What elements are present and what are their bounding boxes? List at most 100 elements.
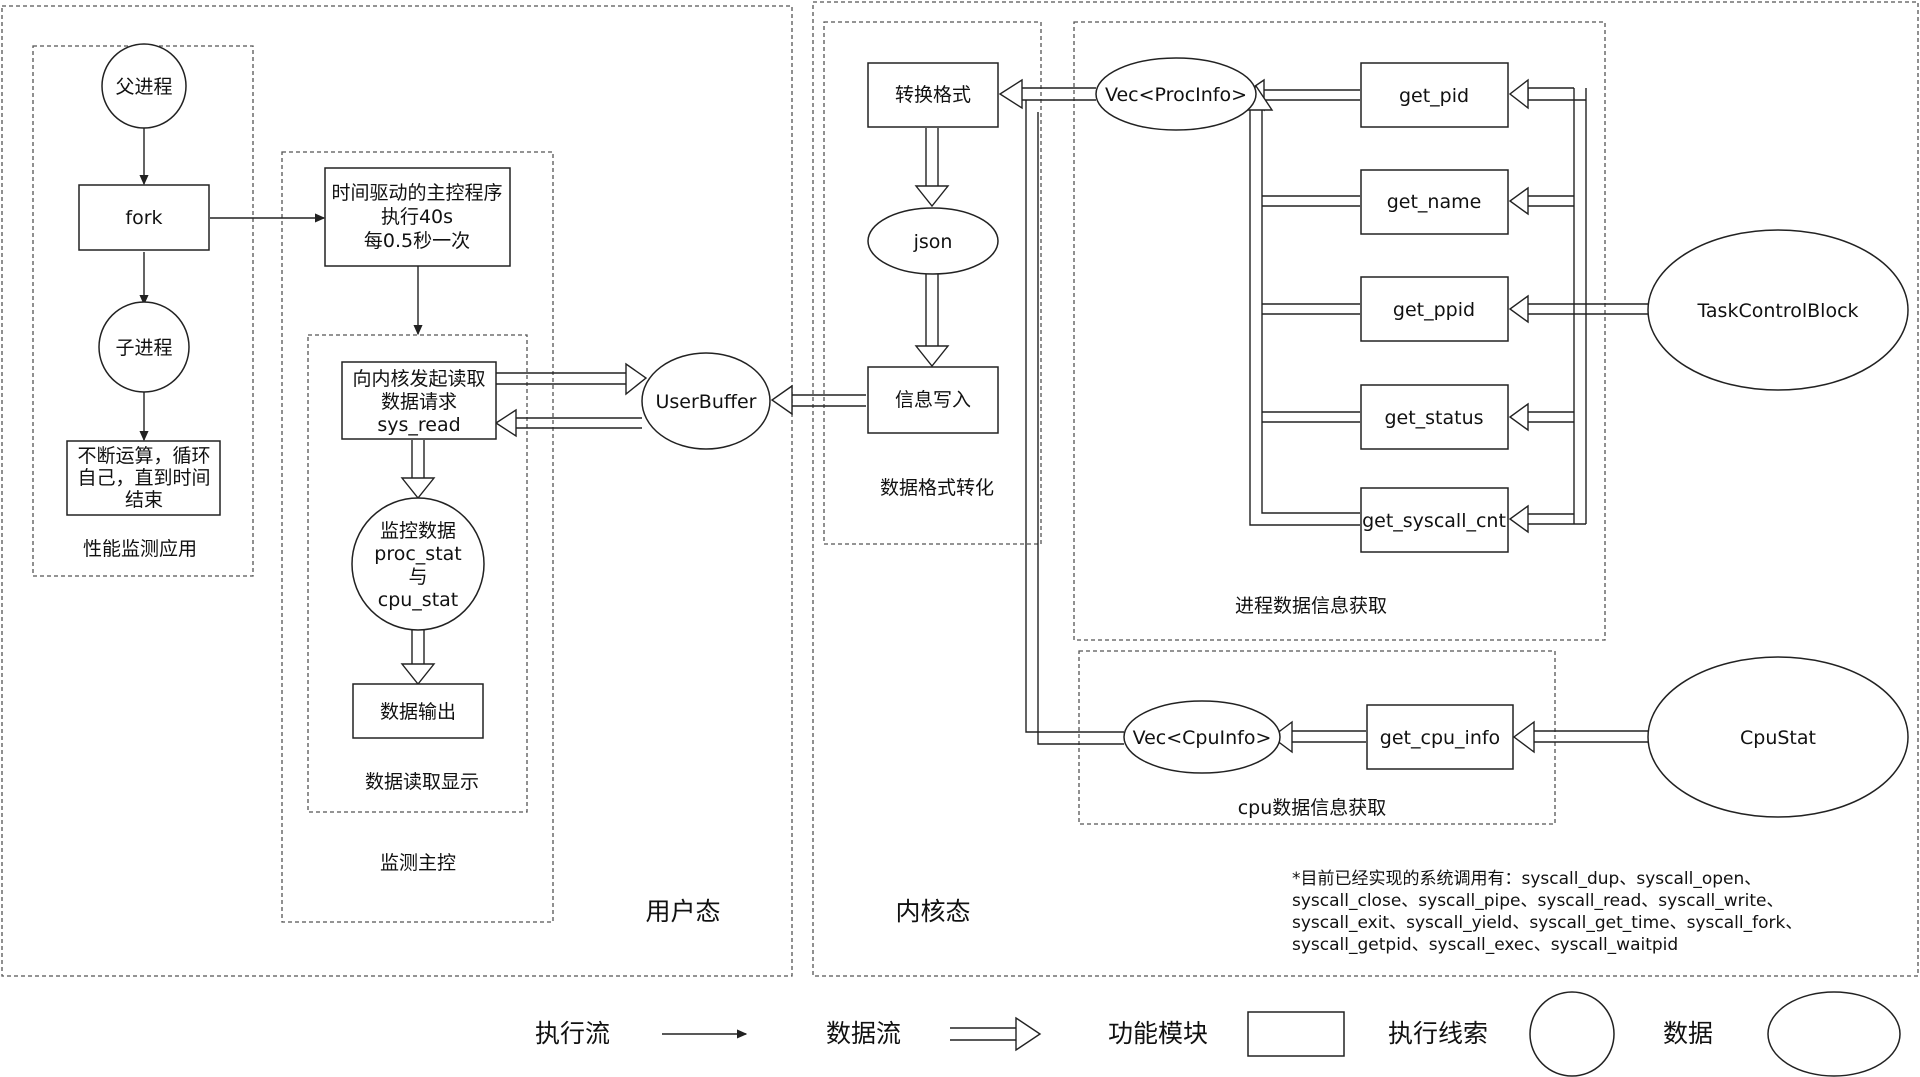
main-control-line-1: 时间驱动的主控程序 bbox=[331, 182, 502, 204]
syscall-note-line-4: syscall_getpid、syscall_exec、syscall_wait… bbox=[1292, 935, 1678, 955]
get-ppid-label: get_ppid bbox=[1393, 299, 1475, 321]
json-node bbox=[867, 207, 999, 275]
buffer-to-read-flow bbox=[516, 417, 642, 429]
monitor-main-label: 监测主控 bbox=[380, 852, 456, 874]
json-to-write-head bbox=[914, 345, 950, 368]
legend-data-flow-label: 数据流 bbox=[826, 1019, 901, 1048]
sys-read-line-1: 向内核发起读取 bbox=[352, 368, 485, 390]
legend-data-symbol bbox=[1767, 991, 1901, 1077]
get-status-label: get_status bbox=[1384, 407, 1483, 429]
format-convert-region bbox=[823, 21, 1042, 545]
syscall-note-line-3: syscall_exit、syscall_yield、syscall_get_t… bbox=[1292, 913, 1802, 933]
read-to-monitor-flow bbox=[411, 440, 425, 478]
collector-bus bbox=[1249, 104, 1360, 526]
get-name-label: get_name bbox=[1387, 191, 1482, 213]
cpuinfo-to-cpuvec-head bbox=[1270, 720, 1293, 754]
json-to-write-flow bbox=[925, 274, 939, 346]
legend-data-flow-symbol bbox=[950, 1027, 1016, 1041]
cpuinfo-to-cpuvec-flow bbox=[1292, 730, 1366, 743]
pid-to-procvec-flow bbox=[1264, 89, 1360, 101]
parent-process-node bbox=[101, 43, 187, 129]
loop-line-1: 不断运算，循环 bbox=[77, 445, 210, 467]
proc-info-label: 进程数据信息获取 bbox=[1235, 595, 1387, 617]
cpu-info-vec-label: Vec<CpuInfo> bbox=[1133, 727, 1272, 749]
data-output-label: 数据输出 bbox=[380, 701, 456, 723]
tcb-to-name-flow bbox=[1528, 195, 1574, 207]
format-convert-label: 数据格式转化 bbox=[880, 477, 994, 499]
get-pid-label: get_pid bbox=[1399, 85, 1469, 107]
tcb-to-name-head bbox=[1508, 186, 1529, 216]
main-control-node bbox=[324, 167, 511, 267]
convert-format-label: 转换格式 bbox=[895, 84, 971, 106]
write-to-buffer-head bbox=[770, 384, 793, 416]
get-cpu-info-node bbox=[1366, 704, 1514, 770]
write-info-label: 信息写入 bbox=[895, 389, 971, 411]
monitor-to-output-head bbox=[400, 663, 436, 686]
loop-line-2: 自己，直到时间 bbox=[77, 467, 210, 489]
read-to-buffer-flow bbox=[496, 372, 626, 385]
read-to-buffer-head bbox=[625, 362, 648, 396]
sys-read-line-2: 数据请求 bbox=[381, 391, 457, 413]
legend-func-module-label: 功能模块 bbox=[1108, 1019, 1208, 1048]
data-read-region bbox=[307, 334, 528, 813]
legend-exec-thread-label: 执行线索 bbox=[1388, 1019, 1488, 1048]
legend-exec-flow-label: 执行流 bbox=[535, 1019, 610, 1048]
proc-info-region bbox=[1073, 21, 1606, 641]
procvec-to-convert-head bbox=[998, 78, 1023, 110]
cpustat-label: CpuStat bbox=[1740, 727, 1816, 749]
perf-app-region bbox=[32, 45, 254, 577]
tcb-to-syscall-flow bbox=[1528, 513, 1586, 525]
data-output-node bbox=[352, 683, 484, 739]
get-syscall-cnt-label: get_syscall_cnt bbox=[1362, 510, 1506, 532]
convert-to-json-head bbox=[914, 185, 950, 208]
user-mode-label: 用户态 bbox=[645, 897, 720, 926]
tcb-distributor-bus bbox=[1573, 88, 1587, 524]
monitor-data-line-4: cpu_stat bbox=[378, 589, 459, 611]
tcb-to-pid-flow bbox=[1527, 87, 1586, 101]
cpustat-node bbox=[1647, 656, 1909, 818]
legend-data-flow-head bbox=[1015, 1016, 1042, 1052]
monitor-to-output-flow bbox=[411, 630, 425, 664]
task-control-block-node bbox=[1647, 229, 1909, 391]
monitor-data-line-1: 监控数据 bbox=[380, 520, 456, 542]
monitor-data-line-2: proc_stat bbox=[374, 543, 461, 565]
convert-to-json-flow bbox=[925, 128, 939, 186]
legend-func-module-symbol bbox=[1247, 1011, 1345, 1057]
user-mode-region bbox=[1, 5, 793, 977]
loop-node bbox=[66, 440, 221, 516]
legend-exec-thread-symbol bbox=[1529, 991, 1615, 1077]
proc-info-vec-node bbox=[1095, 57, 1257, 131]
cpustat-to-cpuinfo-head bbox=[1512, 720, 1535, 754]
user-buffer-label: UserBuffer bbox=[656, 391, 757, 413]
monitor-data-line-3: 与 bbox=[408, 566, 427, 588]
main-control-line-3: 每0.5秒一次 bbox=[364, 230, 470, 252]
buffer-to-read-head bbox=[494, 408, 517, 438]
get-ppid-node bbox=[1360, 276, 1509, 342]
tcb-to-ppid-inner bbox=[1528, 303, 1574, 315]
child-process-label: 子进程 bbox=[115, 337, 172, 359]
write-info-node bbox=[867, 366, 999, 434]
fork-label: fork bbox=[125, 207, 162, 229]
json-label: json bbox=[913, 231, 953, 253]
cpu-info-region bbox=[1078, 650, 1556, 825]
sys-read-node bbox=[341, 361, 497, 440]
get-status-node bbox=[1360, 384, 1509, 450]
child-process-node bbox=[98, 301, 190, 393]
legend-data-label: 数据 bbox=[1663, 1019, 1713, 1048]
loop-line-3: 结束 bbox=[125, 489, 163, 511]
syscall-note-line-1: *目前已经实现的系统调用有：syscall_dup、syscall_open、 bbox=[1292, 869, 1761, 889]
read-to-monitor-head bbox=[400, 477, 436, 500]
status-to-bus bbox=[1262, 411, 1360, 423]
proc-info-vec-label: Vec<ProcInfo> bbox=[1105, 84, 1247, 106]
get-cpu-info-label: get_cpu_info bbox=[1380, 727, 1500, 749]
ppid-to-bus bbox=[1262, 303, 1360, 315]
user-buffer-node bbox=[641, 352, 771, 450]
monitor-data-node bbox=[351, 497, 485, 631]
kernel-mode-region bbox=[812, 1, 1919, 977]
convert-format-node bbox=[867, 62, 999, 128]
name-to-bus bbox=[1262, 195, 1360, 207]
kernel-mode-label: 内核态 bbox=[895, 897, 970, 926]
task-control-block-label: TaskControlBlock bbox=[1696, 300, 1858, 322]
cpu-info-label: cpu数据信息获取 bbox=[1238, 797, 1387, 819]
